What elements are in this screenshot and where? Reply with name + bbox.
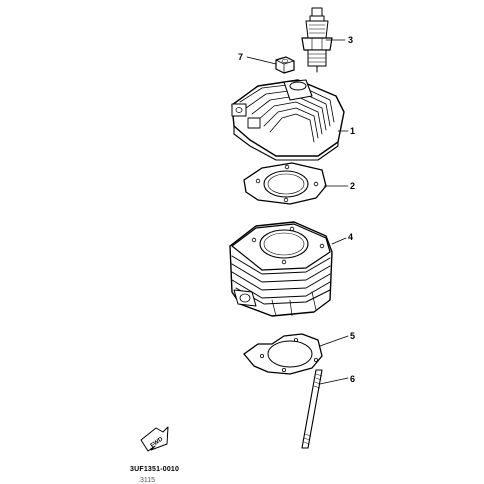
callout-2: 2 (350, 181, 355, 191)
cylinder-head-part[interactable] (231, 79, 345, 161)
callout-6: 6 (350, 374, 355, 384)
callout-3: 3 (348, 35, 353, 45)
spark-plug-part[interactable] (301, 7, 333, 73)
callout-labels: 3 7 1 2 4 5 6 (238, 35, 355, 384)
fwd-arrow-icon: FWD (140, 426, 169, 452)
callout-7: 7 (238, 52, 243, 62)
leader-lines (246, 39, 349, 385)
part-code: 3UF1351-0010 (130, 466, 179, 473)
cylinder-part[interactable] (229, 221, 333, 317)
stud-bolt-part[interactable] (301, 369, 323, 449)
base-gasket-part[interactable] (243, 333, 323, 375)
callout-1: 1 (350, 126, 355, 136)
faint-code: .3115 (138, 477, 155, 484)
head-gasket-part[interactable] (243, 162, 327, 205)
callout-4: 4 (348, 232, 353, 242)
callout-5: 5 (350, 331, 355, 341)
nut-part[interactable] (275, 56, 295, 74)
